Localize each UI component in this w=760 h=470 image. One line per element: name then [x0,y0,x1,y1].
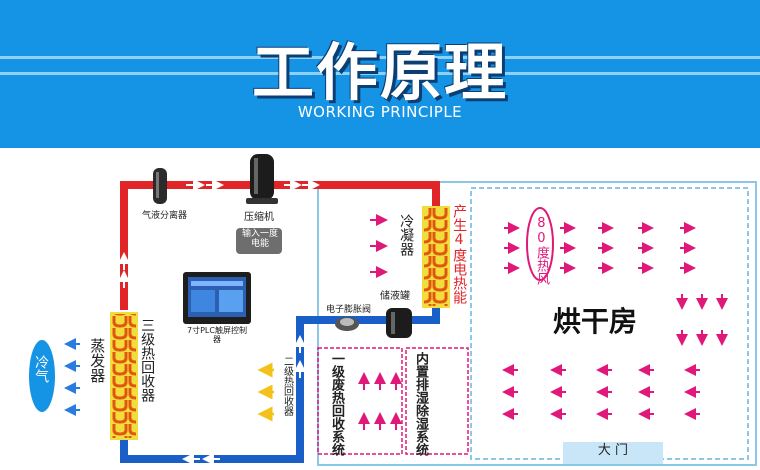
cold-air-label: 冷气 [33,355,49,383]
expansion-valve-label: 电子膨胀阀 [326,305,371,315]
evaporator-coil-icon [110,312,138,440]
liquid-tank-icon [386,308,412,338]
condenser-label: 冷凝器 [398,214,414,256]
working-principle-diagram [0,148,760,470]
compressor-label: 压缩机 [244,212,274,224]
dehumidify-label: 内置排湿除湿系统 [412,352,427,456]
condenser-coil-icon [422,206,450,308]
cold-air-arrows [66,344,80,410]
recovery-up-arrows [364,374,396,430]
expansion-valve-icon [335,317,359,331]
primary-recovery-label: 一级废热回收系统 [328,352,343,456]
door-label: 大 门 [563,444,663,459]
page-subtitle: WORKING PRINCIPLE [0,103,760,121]
page-title: 工作原理 [0,22,760,112]
secondary-recovery-arrows [260,370,274,414]
separator-label: 气液分离器 [142,211,187,221]
hot-air-label: 80度热风 [533,216,548,285]
secondary-recovery-label: 二级热回收器 [281,356,293,416]
gas-liquid-separator-icon [153,168,167,204]
controller-label: 7寸PLC触屏控制器 [186,326,248,344]
header-banner: 工作原理 WORKING PRINCIPLE [0,0,760,148]
liquid-tank-label: 储液罐 [380,291,410,303]
heat-output-label: 产生4度电热能 [451,204,467,304]
dry-room-label: 烘干房 [553,306,637,338]
compressor-icon [246,154,278,204]
dry-room-return-arrows [504,370,700,414]
tertiary-recovery-label: 三级热回收器 [139,318,155,402]
compressor-input-label: 输入一度电能 [238,229,282,250]
condenser-air-arrows [370,220,386,272]
dry-room-down-arrows [682,294,722,344]
evaporator-label: 蒸发器 [88,338,105,383]
plc-touchscreen-icon [183,272,251,324]
